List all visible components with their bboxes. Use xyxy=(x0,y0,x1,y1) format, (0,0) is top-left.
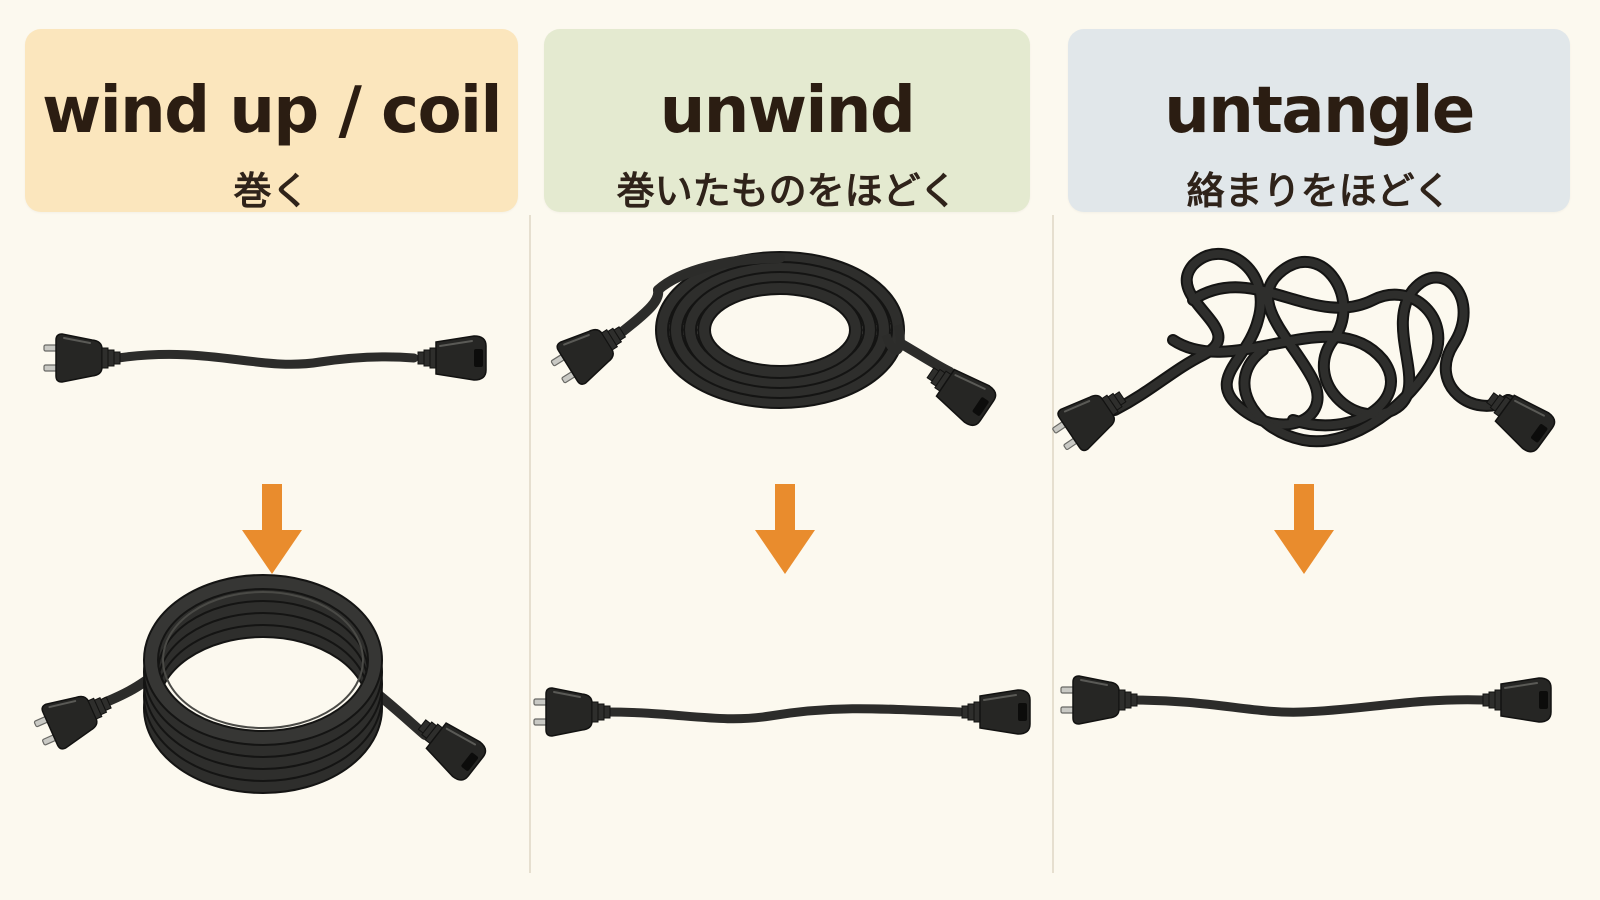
straight-cord-icon xyxy=(1060,675,1552,725)
panel-title: untangle xyxy=(1164,74,1475,148)
panel-header: unwind 巻いたものをほどく xyxy=(544,29,1030,212)
power-plug-icon xyxy=(1060,675,1138,725)
down-arrow-icon xyxy=(755,484,815,574)
tangled-cord-icon xyxy=(1045,248,1560,461)
panel-unwind: unwind 巻いたものをほどく xyxy=(530,0,1053,900)
down-arrow-icon xyxy=(1274,484,1334,574)
cord-connector-icon xyxy=(407,706,491,785)
panel-title: wind up / coil xyxy=(42,74,502,148)
power-plug-icon xyxy=(28,679,120,757)
power-plug-icon xyxy=(1045,375,1137,461)
coiled-cord-icon xyxy=(544,251,1001,431)
power-plug-icon xyxy=(533,687,611,737)
panel-illustration xyxy=(1045,248,1560,725)
panel-untangle: untangle 絡まりをほどく xyxy=(1045,0,1600,900)
panel-illustration xyxy=(28,333,491,794)
panel-subtitle: 巻く xyxy=(233,169,310,213)
power-plug-icon xyxy=(544,310,636,394)
column-divider-2 xyxy=(1052,215,1054,873)
cord-connector-icon xyxy=(1476,378,1560,457)
cord-connector-icon xyxy=(1482,677,1552,723)
panel-wind-up: wind up / coil 巻く xyxy=(0,0,530,900)
panel-subtitle: 絡まりをほどく xyxy=(1186,169,1452,213)
panel-subtitle: 巻いたものをほどく xyxy=(616,169,958,213)
panel-header: untangle 絡まりをほどく xyxy=(1068,29,1570,212)
straight-cord-icon xyxy=(533,687,1031,737)
power-plug-icon xyxy=(43,333,121,383)
straight-cord-icon xyxy=(43,333,487,383)
panel-title: unwind xyxy=(659,74,916,148)
panel-illustration xyxy=(533,251,1031,737)
column-divider-1 xyxy=(529,215,531,873)
coiled-cord-icon xyxy=(28,574,491,794)
down-arrow-icon xyxy=(242,484,302,574)
cord-connector-icon xyxy=(417,335,487,381)
panel-header: wind up / coil 巻く xyxy=(25,29,518,212)
cord-connector-icon xyxy=(961,689,1031,735)
